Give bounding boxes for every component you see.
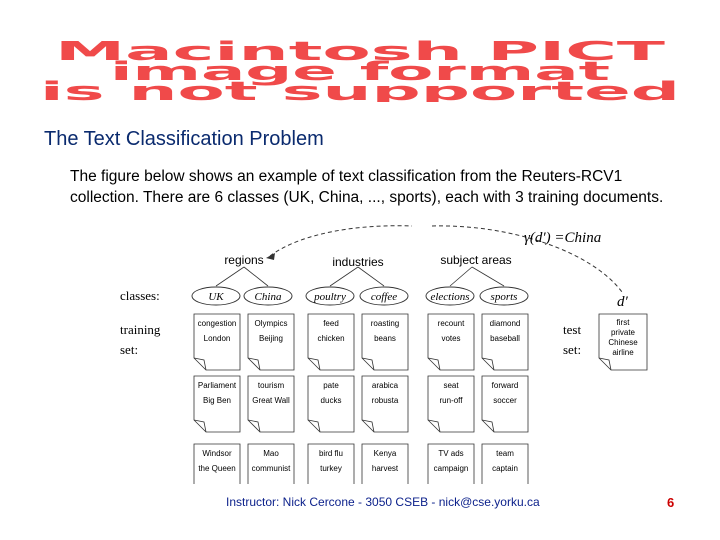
doc-term: Parliament xyxy=(198,381,237,390)
training-doc-elections-1: recount votes xyxy=(427,313,475,371)
pict-placeholder-banner: Macintosh PICT image format is not suppo… xyxy=(40,40,680,102)
group-regions: regions xyxy=(224,253,263,267)
class-poultry: poultry xyxy=(305,286,355,306)
training-doc-coffee-2: arabica robusta xyxy=(361,375,409,433)
class-label: China xyxy=(255,291,282,303)
training-doc-coffee-1: roasting beans xyxy=(361,313,409,371)
doc-term: beans xyxy=(374,334,396,343)
row-label-training: training xyxy=(120,322,161,337)
training-doc-sports-3: team captain xyxy=(481,443,529,484)
row-label-training-set: set: xyxy=(120,342,138,357)
assignment-arc-left xyxy=(269,225,413,257)
doc-term: diamond xyxy=(490,319,521,328)
doc-term: campaign xyxy=(434,464,469,473)
doc-term: chicken xyxy=(317,334,344,343)
training-doc-poultry-2: pate ducks xyxy=(307,375,355,433)
arc-arrowhead xyxy=(266,253,275,260)
class-label: poultry xyxy=(313,291,346,303)
doc-term: the Queen xyxy=(198,464,235,473)
training-doc-poultry-3: bird flu turkey xyxy=(307,443,355,484)
group-industries: industries xyxy=(332,255,383,269)
doc-term: votes xyxy=(441,334,460,343)
doc-term: Beijing xyxy=(259,334,283,343)
doc-term: soccer xyxy=(493,396,517,405)
doc-term: seat xyxy=(443,381,459,390)
doc-term: recount xyxy=(438,319,465,328)
training-doc-elections-2: seat run-off xyxy=(427,375,475,433)
training-doc-uk-3: Windsor the Queen xyxy=(193,443,241,484)
class-label: coffee xyxy=(371,291,397,303)
class-label: UK xyxy=(208,291,224,303)
test-doc-label: d′ xyxy=(617,294,629,310)
row-label-classes: classes: xyxy=(120,288,160,303)
page-number: 6 xyxy=(667,495,675,510)
doc-term: run-off xyxy=(440,396,464,405)
formula-label: γ(d′) =China xyxy=(524,230,601,246)
doc-term: Mao xyxy=(263,449,279,458)
doc-term: congestion xyxy=(198,319,237,328)
banner-line-1: Macintosh PICT xyxy=(55,40,666,67)
doc-term: communist xyxy=(252,464,291,473)
hierarchy-lines xyxy=(215,266,505,287)
doc-term: private xyxy=(611,328,636,337)
class-ovals: UK China poultry coffee elections sports xyxy=(191,286,529,306)
assignment-arc-right xyxy=(431,225,623,293)
doc-term: Great Wall xyxy=(252,396,290,405)
banner-line-3: is not supported xyxy=(40,77,680,102)
doc-term: Kenya xyxy=(374,449,397,458)
doc-term: Windsor xyxy=(202,449,232,458)
doc-term: first xyxy=(617,318,631,327)
doc-term: baseball xyxy=(490,334,520,343)
row-label-test-set: set: xyxy=(563,342,581,357)
slide-body-text: The figure below shows an example of tex… xyxy=(70,168,664,206)
doc-term: tourism xyxy=(258,381,285,390)
training-doc-sports-2: forward soccer xyxy=(481,375,529,433)
training-doc-poultry-1: feed chicken xyxy=(307,313,355,371)
training-doc-coffee-3: Kenya harvest xyxy=(361,443,409,484)
doc-term: captain xyxy=(492,464,518,473)
class-sports: sports xyxy=(479,286,529,306)
slide-title: The Text Classification Problem xyxy=(44,128,324,150)
doc-term: airline xyxy=(612,348,634,357)
doc-term: arabica xyxy=(372,381,399,390)
doc-term: team xyxy=(496,449,514,458)
classification-figure: γ(d′) =China regions industries subject … xyxy=(120,225,648,484)
doc-term: harvest xyxy=(372,464,399,473)
class-china: China xyxy=(243,286,293,306)
doc-term: ducks xyxy=(321,396,342,405)
doc-term: forward xyxy=(492,381,519,390)
class-coffee: coffee xyxy=(359,286,409,306)
doc-term: Chinese xyxy=(608,338,638,347)
group-subject-areas: subject areas xyxy=(440,253,511,267)
doc-term: London xyxy=(204,334,231,343)
training-doc-china-3: Mao communist xyxy=(247,443,295,484)
doc-term: feed xyxy=(323,319,339,328)
doc-term: Big Ben xyxy=(203,396,231,405)
footer-instructor-info: Instructor: Nick Cercone - 3050 CSEB - n… xyxy=(226,495,540,509)
doc-term: turkey xyxy=(320,464,342,473)
doc-term: roasting xyxy=(371,319,399,328)
doc-term: robusta xyxy=(372,396,399,405)
doc-term: TV ads xyxy=(438,449,463,458)
class-elections: elections xyxy=(425,286,475,306)
training-doc-sports-1: diamond baseball xyxy=(481,313,529,371)
class-uk: UK xyxy=(191,286,241,306)
class-label: sports xyxy=(491,291,518,303)
doc-term: bird flu xyxy=(319,449,343,458)
doc-term: pate xyxy=(323,381,339,390)
row-label-test: test xyxy=(563,322,581,337)
banner-line-2: image format xyxy=(110,57,610,87)
class-label: elections xyxy=(430,291,469,303)
doc-term: Olympics xyxy=(255,319,288,328)
training-doc-elections-3: TV ads campaign xyxy=(427,443,475,484)
